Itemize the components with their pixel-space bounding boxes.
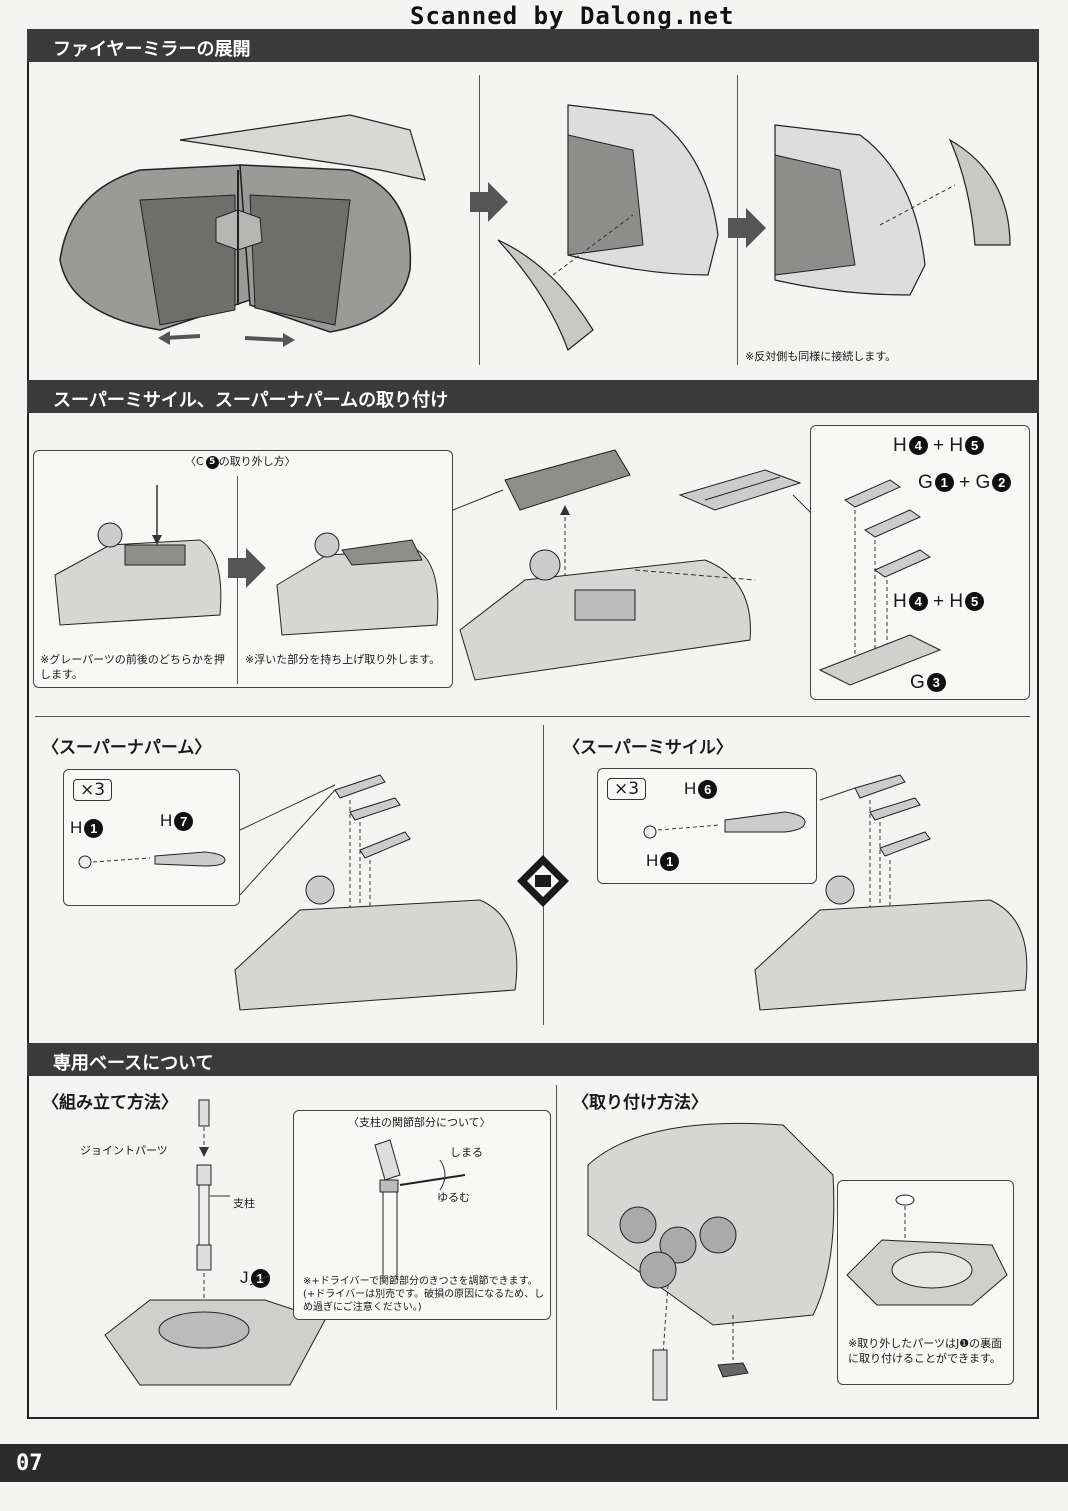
- loosen-label: ゆるむ: [437, 1191, 470, 1204]
- napalm-part-illustration: [78, 851, 226, 869]
- section-title-base: 専用ベースについて: [27, 1043, 1039, 1076]
- number-badge: 1: [250, 1269, 270, 1289]
- ship-front-illustration: [59, 114, 426, 347]
- hull-press-illustration: [54, 485, 222, 626]
- hull-lift-illustration: [276, 532, 439, 636]
- part-letter: H: [684, 779, 697, 798]
- launcher-assembly-illustration: [818, 479, 942, 686]
- diamond-emblem: [517, 855, 569, 907]
- joint-screwdriver-illustration: [374, 1139, 466, 1280]
- number-badge: 5: [965, 592, 985, 612]
- joint-parts-label: ジョイントパーツ: [80, 1144, 168, 1157]
- footer-bar: [0, 1444, 1068, 1482]
- number-badge: 1: [660, 852, 680, 872]
- joint-note: ※+ドライバーで関節部分のきつさを調節できます。(+ドライバーは別売です。破損の…: [303, 1276, 545, 1313]
- divider: [479, 75, 480, 365]
- divider: [35, 716, 1030, 717]
- number-badge: 4: [908, 436, 928, 456]
- section-title-fire-mirror: ファイヤーミラーの展開: [27, 29, 1039, 62]
- c5-title-rest: の取り外し方〉: [218, 455, 296, 468]
- attach-note: ※取り外したパーツはJ❶の裏面に取り付けることができます。: [848, 1337, 1003, 1365]
- joint-box-title: 〈支柱の関節部分について〉: [348, 1116, 491, 1129]
- part-letter: H: [893, 435, 907, 456]
- mirror-attached-illustration: [774, 124, 1011, 296]
- multiplier-badge: ×3: [73, 779, 113, 801]
- hull-cover-illustration: [459, 449, 756, 681]
- number-badge: 3: [926, 673, 946, 693]
- number-badge: 2: [992, 473, 1012, 493]
- number-badge: 1: [934, 473, 954, 493]
- base-underside-illustration: [846, 1194, 1008, 1306]
- part-letter: H: [949, 435, 964, 456]
- napalm-title: 〈スーパーナパーム〉: [42, 738, 212, 758]
- note-opposite-side: ※反対側も同様に接続します。: [745, 350, 897, 363]
- number-badge: 6: [698, 780, 718, 800]
- mirror-step-illustration: [497, 104, 719, 351]
- part-letter: G: [918, 472, 933, 493]
- divider: [237, 476, 238, 684]
- part-letter: +: [959, 472, 971, 493]
- note-press-gray-part: ※グレーパーツの前後のどちらかを押します。: [40, 653, 225, 681]
- assembly-title: 〈組み立て方法〉: [42, 1093, 178, 1113]
- watermark: Scanned by Dalong.net: [410, 2, 735, 30]
- c5-title-text: 〈C: [185, 455, 204, 468]
- step-arrow: [728, 208, 766, 248]
- step-arrow: [470, 182, 508, 222]
- ship-underside-illustration: [587, 1122, 835, 1401]
- napalm-install-illustration: [234, 774, 518, 1011]
- part-letter: H: [893, 591, 907, 612]
- missile-part-illustration: [643, 811, 806, 839]
- number-badge: 5: [205, 455, 219, 469]
- part-letter: G: [975, 472, 991, 493]
- part-letter: +: [933, 435, 945, 456]
- part-letter: J: [240, 1268, 249, 1287]
- divider: [556, 1085, 557, 1410]
- note-lift-remove: ※浮いた部分を持ち上げ取り外します。: [245, 653, 441, 666]
- part-letter: H: [70, 818, 83, 837]
- missile-install-illustration: [754, 774, 1028, 1011]
- step-arrow: [228, 548, 266, 588]
- part-letter: G: [910, 672, 925, 693]
- callout-line: [452, 489, 814, 516]
- part-letter: +: [933, 591, 945, 612]
- tighten-label: しまる: [450, 1146, 483, 1159]
- missile-title: 〈スーパーミサイル〉: [563, 738, 733, 758]
- number-badge: 4: [908, 592, 928, 612]
- part-letter: H: [949, 591, 964, 612]
- joint-info-box: [293, 1110, 551, 1320]
- multiplier-badge: ×3: [607, 778, 647, 800]
- launcher-part-illustration: [678, 469, 802, 511]
- part-letter: H: [646, 851, 659, 870]
- part-letter: H: [160, 811, 173, 830]
- section-title-missiles: スーパーミサイル、スーパーナパームの取り付け: [27, 380, 1039, 413]
- pillar-label: 支柱: [233, 1197, 255, 1210]
- number-badge: 1: [84, 819, 104, 839]
- attach-title: 〈取り付け方法〉: [572, 1093, 708, 1113]
- base-stand-illustration: [104, 1099, 326, 1386]
- page-number: 07: [16, 1451, 43, 1476]
- number-badge: 7: [174, 812, 194, 832]
- number-badge: 5: [965, 436, 985, 456]
